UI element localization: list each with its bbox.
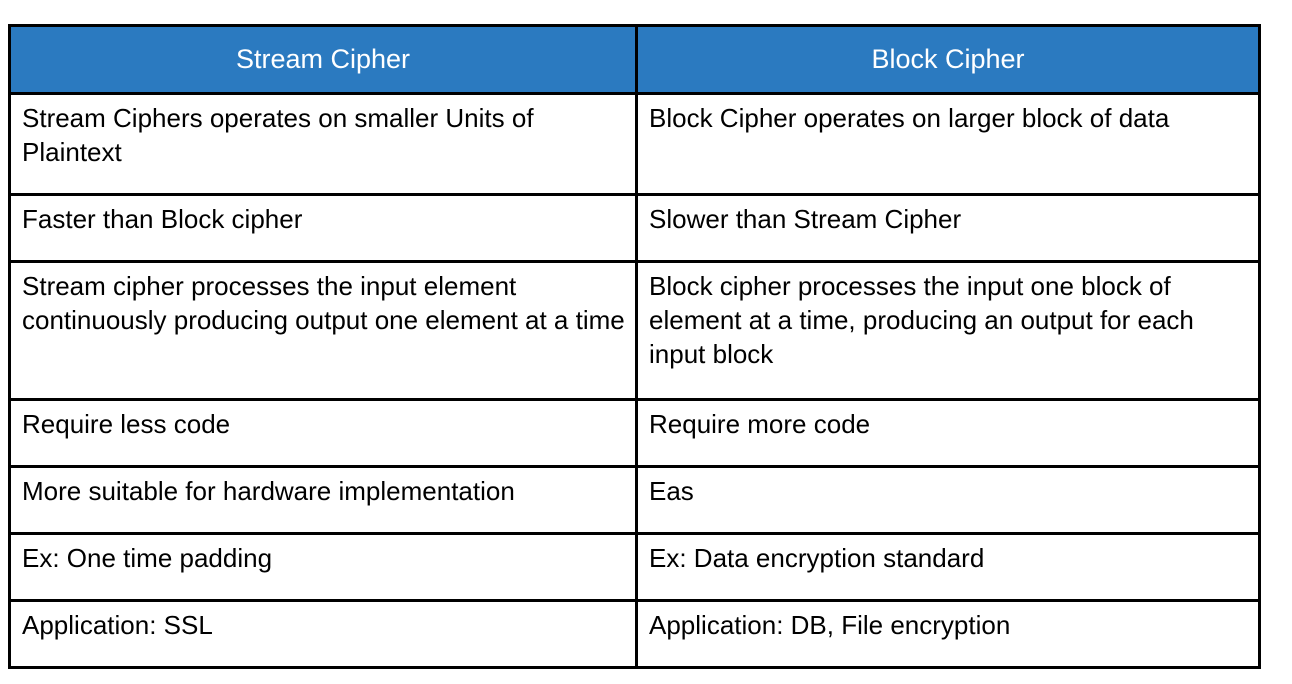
table-cell-block: Ex: Data encryption standard (635, 532, 1261, 602)
cell-text: Ex: Data encryption standard (649, 543, 985, 573)
cipher-comparison-table: Stream Cipher Block Cipher Stream Cipher… (8, 24, 1261, 669)
table-row: Stream Ciphers operates on smaller Units… (8, 92, 1261, 196)
table-header-row: Stream Cipher Block Cipher (8, 24, 1261, 95)
table-cell-block: Block cipher processes the input one blo… (635, 260, 1261, 401)
cell-text: Application: DB, File encryption (649, 610, 1011, 640)
table-row: Application: SSL Application: DB, File e… (8, 599, 1261, 669)
column-header-stream-cipher: Stream Cipher (8, 24, 638, 95)
table-cell-stream: Ex: One time padding (8, 532, 638, 602)
table-body: Stream Ciphers operates on smaller Units… (8, 92, 1261, 669)
cell-text: Require more code (649, 409, 871, 439)
cell-text: Slower than Stream Cipher (649, 204, 962, 234)
cell-text: More suitable for hardware implementatio… (22, 476, 515, 506)
column-header-label: Stream Cipher (235, 43, 411, 74)
table-cell-stream: Stream Ciphers operates on smaller Units… (8, 92, 638, 196)
table-row: More suitable for hardware implementatio… (8, 465, 1261, 535)
table-cell-block: Slower than Stream Cipher (635, 193, 1261, 263)
comparison-table-container: Stream Cipher Block Cipher Stream Cipher… (8, 24, 1261, 669)
table-row: Require less code Require more code (8, 398, 1261, 468)
cell-text: Ex: One time padding (22, 543, 273, 573)
cell-text: Block Cipher operates on larger block of… (649, 103, 1170, 133)
table-cell-stream: Require less code (8, 398, 638, 468)
table-row: Faster than Block cipher Slower than Str… (8, 193, 1261, 263)
table-cell-block: Eas (635, 465, 1261, 535)
table-cell-block: Block Cipher operates on larger block of… (635, 92, 1261, 196)
table-cell-block: Require more code (635, 398, 1261, 468)
cell-text: Stream cipher processes the input elemen… (22, 271, 625, 335)
cell-text: Block cipher processes the input one blo… (649, 271, 1202, 369)
table-cell-block: Application: DB, File encryption (635, 599, 1261, 669)
cell-text: Eas (649, 476, 694, 506)
column-header-block-cipher: Block Cipher (635, 24, 1261, 95)
cell-text: Require less code (22, 409, 231, 439)
cell-text: Faster than Block cipher (22, 204, 303, 234)
table-row: Stream cipher processes the input elemen… (8, 260, 1261, 401)
table-row: Ex: One time padding Ex: Data encryption… (8, 532, 1261, 602)
table-header: Stream Cipher Block Cipher (8, 24, 1261, 95)
column-header-label: Block Cipher (871, 43, 1025, 74)
table-cell-stream: Faster than Block cipher (8, 193, 638, 263)
table-cell-stream: Stream cipher processes the input elemen… (8, 260, 638, 401)
cell-text: Stream Ciphers operates on smaller Units… (22, 103, 541, 167)
table-cell-stream: More suitable for hardware implementatio… (8, 465, 638, 535)
cell-text: Application: SSL (22, 610, 213, 640)
table-cell-stream: Application: SSL (8, 599, 638, 669)
